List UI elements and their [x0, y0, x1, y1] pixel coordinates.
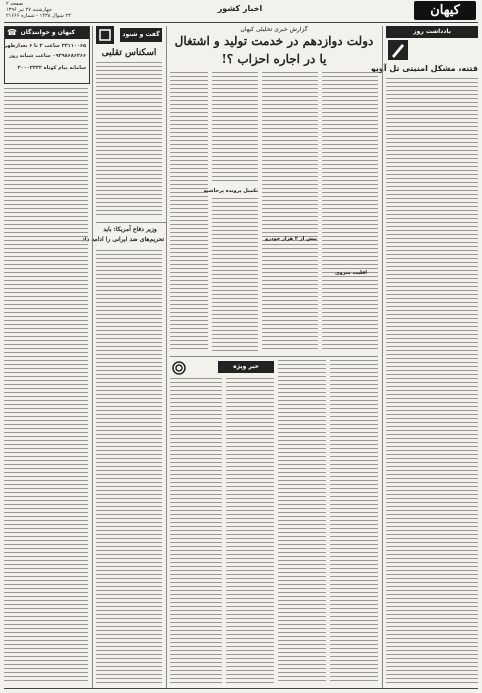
readers-box-title-bar: کیهان و خوانندگان ☎ — [5, 27, 89, 39]
readers-phone-2: ۰۹۳۹۸۶۸۶۲۶۶ ساعت شبانه روز — [9, 53, 86, 59]
lead-body-col3b — [212, 198, 258, 352]
lead-body-col2 — [262, 72, 318, 352]
dialogue-body — [96, 62, 162, 218]
section-title: اخبار کشور — [217, 4, 263, 13]
masthead: کیهان اخبار کشور صفحه ۲ چهارشنبه ۲۷ تیر … — [0, 0, 482, 22]
lead-bottom-rule — [170, 356, 378, 357]
editorial-column: یادداشت روز فتنه، مشکل امنیتی تل آویو — [370, 26, 478, 688]
editorial-body-text — [386, 78, 478, 684]
dialogue-title: اسکناس تقلبی — [101, 48, 157, 58]
special-news-body-col2 — [170, 378, 222, 684]
readers-phone-1: ۳۳۱۱۰۰۶۵ ساعت ۳ تا ۶ بعدازظهر — [4, 43, 86, 49]
middle-right-body-col2 — [278, 360, 326, 684]
lead-title-line1: دولت دوازدهم در خدمت تولید و اشتغال — [174, 34, 374, 48]
special-news-tag: خبر ویژه — [233, 363, 259, 370]
dialogue-header: گفت و شنود — [96, 26, 162, 44]
sub-article-body — [96, 250, 162, 684]
page-bottom-rule — [4, 688, 478, 689]
special-news-body-col1 — [226, 378, 274, 684]
readers-letters-body — [4, 88, 88, 684]
page-number: صفحه ۲ — [6, 1, 23, 7]
phone-icon: ☎ — [7, 28, 17, 37]
middle-right-body-col1 — [330, 360, 378, 684]
dialogue-tag-bar: گفت و شنود — [120, 28, 162, 42]
newspaper-logo: کیهان — [414, 1, 476, 20]
dialogue-tag: گفت و شنود — [122, 31, 160, 38]
readers-box-title: کیهان و خوانندگان — [20, 29, 75, 36]
column-divider — [382, 26, 383, 688]
editorial-title: فتنه، مشکل امنیتی تل آویو — [370, 64, 478, 73]
pen-icon — [388, 40, 408, 60]
readers-box: کیهان و خوانندگان ☎ ۳۳۱۱۰۰۶۵ ساعت ۳ تا ۶… — [4, 26, 90, 84]
editorial-tag: یادداشت روز — [413, 28, 451, 35]
readers-sms: سامانه پیام کوتاه ۳۰۰۰۳۳۳۲ — [17, 65, 86, 71]
sub-article-title-2: تحریم‌های ضد ایرانی را ادامه داد — [82, 236, 164, 243]
lead-body-col1 — [322, 72, 378, 352]
sub-article-title-1: وزیر دفاع آمریکا: باید — [103, 226, 157, 233]
special-news-tag-bar: خبر ویژه — [218, 361, 274, 373]
editorial-tag-bar: یادداشت روز — [386, 26, 478, 38]
column-divider-3 — [92, 26, 93, 688]
special-news-header: خبر ویژه — [170, 360, 274, 375]
issue-line: ۲۳ شوال ۱۴۳۸ - شماره ۲۱۶۶۶ — [6, 13, 71, 19]
lead-title-line2: یا در اجاره احزاب ؟! — [221, 52, 327, 66]
spiral-icon — [172, 360, 186, 375]
lead-body-col4 — [170, 72, 208, 352]
date-line: چهارشنبه ۲۷ تیر ۱۳۹۶ — [6, 7, 52, 13]
dialogue-icon — [96, 26, 114, 44]
inner-headline-1: تکمیل پرونده پرحاشیه — [203, 188, 258, 194]
dialogue-bottom-rule — [96, 222, 166, 223]
inner-headline-3: اقلیت منزوی — [334, 270, 368, 276]
lead-kicker: گزارش خبری تحلیلی کیهان — [240, 26, 308, 33]
inner-headline-2: بیش از ۲ هزار خودرو — [264, 236, 318, 242]
column-divider-2 — [166, 26, 167, 688]
masthead-rule — [4, 22, 478, 23]
lead-body-col3 — [212, 72, 258, 182]
